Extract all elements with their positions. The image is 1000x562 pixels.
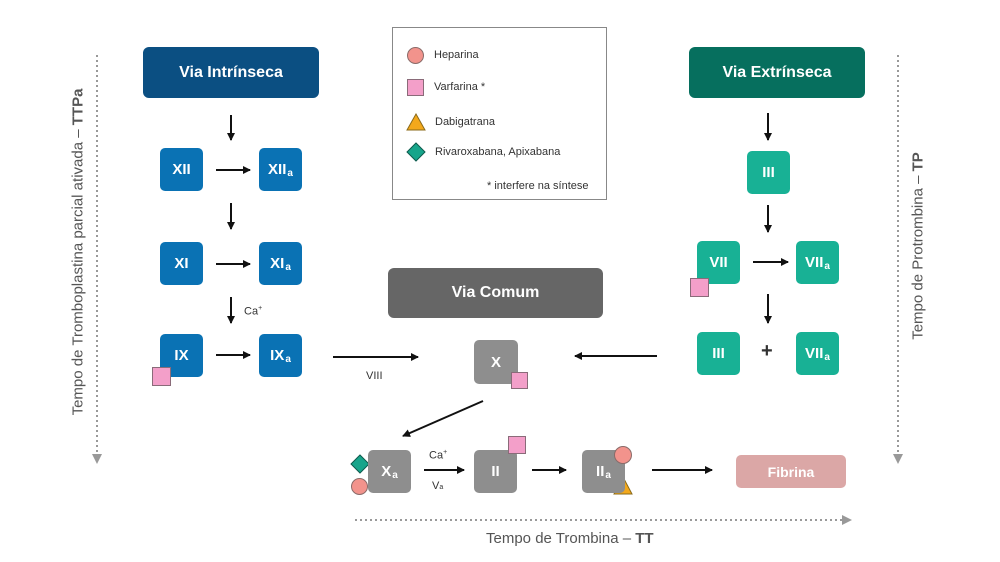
heparina-marker-xa	[351, 478, 368, 495]
factor-xiia-sub: a	[287, 168, 293, 179]
factor-xiia-label: XII	[268, 161, 287, 178]
ca-label-intrinsic-text: Ca	[244, 305, 259, 318]
legend-box: Heparina Varfarina * Dabigatrana Rivarox…	[392, 27, 607, 200]
bottom-axis-text: Tempo de Trombina –	[486, 530, 636, 547]
factor-ixa-label: IX	[270, 347, 285, 364]
factor-iia-label: II	[596, 463, 605, 480]
factor-viia-sub: a	[824, 261, 830, 272]
legend-label-rivaroxabana: Rivaroxabana, Apixabana	[435, 146, 561, 158]
left-axis-text: Tempo de Tromboplastina parcial ativada …	[69, 125, 87, 416]
varfarina-marker-x	[511, 372, 528, 389]
factor-xii: XII	[160, 148, 203, 191]
arrow-x-to-xa	[402, 400, 484, 437]
right-axis-text: Tempo de Protrombina –	[909, 171, 927, 340]
varfarina-marker-ii	[508, 436, 526, 454]
viii-label: VIII	[366, 370, 383, 382]
legend-label-varfarina: Varfarina *	[434, 81, 486, 93]
factor-iii-combo: III	[697, 332, 740, 375]
fibrina-box: Fibrina	[736, 455, 846, 488]
factor-ii: II	[474, 450, 517, 493]
plus-sign: +	[761, 340, 773, 362]
factor-xa-label: X	[381, 463, 392, 480]
bottom-axis-label: Tempo de Trombina – TT	[486, 530, 654, 547]
va-label-sub: a	[439, 484, 444, 491]
via-comum-header: Via Comum	[388, 268, 603, 318]
factor-viia-combo-label: VII	[805, 345, 824, 362]
legend-triangle-icon	[406, 113, 426, 131]
va-label: Va	[432, 480, 443, 492]
factor-vii: VII	[697, 241, 740, 284]
ca-label-common-text: Ca	[429, 449, 444, 462]
legend-label-dabigatrana: Dabigatrana	[435, 116, 495, 128]
ca-label-common-sup: +	[443, 449, 448, 456]
factor-viia-combo-sub: a	[824, 352, 830, 363]
legend-square-icon	[407, 78, 424, 96]
legend-note: * interfere na síntese	[487, 180, 589, 192]
factor-xi: XI	[160, 242, 203, 285]
factor-xia-label: XI	[270, 255, 285, 272]
heparina-marker-iia	[614, 446, 632, 464]
via-extrinseca-header: Via Extrínseca	[689, 47, 865, 98]
legend-item-rivaroxabana: Rivaroxabana, Apixabana	[393, 141, 560, 163]
via-intrinseca-header: Via Intrínseca	[143, 47, 319, 98]
rivaroxabana-marker-xa	[350, 454, 370, 474]
ca-label-intrinsic-sup: +	[258, 305, 263, 312]
legend-diamond-icon	[406, 142, 426, 162]
right-axis-bold: TP	[909, 152, 927, 172]
legend-circle-icon	[407, 46, 424, 64]
varfarina-marker-ix	[152, 367, 171, 386]
legend-label-heparina: Heparina	[434, 49, 479, 61]
va-label-text: V	[432, 480, 440, 492]
factor-iii: III	[747, 151, 790, 194]
ca-label-common: Ca+	[429, 449, 447, 462]
factor-xia-sub: a	[285, 262, 291, 273]
bottom-axis-bold: TT	[635, 530, 654, 547]
factor-ixa-sub: a	[285, 354, 291, 365]
legend-item-heparina: Heparina	[393, 44, 479, 66]
factor-viia-label: VII	[805, 254, 824, 271]
factor-x: X	[474, 340, 518, 384]
factor-iia-sub: a	[605, 470, 611, 481]
ca-label-intrinsic: Ca+	[244, 305, 262, 318]
legend-item-varfarina: Varfarina *	[393, 76, 485, 98]
legend-item-dabigatrana: Dabigatrana	[393, 111, 495, 133]
left-axis-bold: TTPa	[69, 88, 87, 126]
left-axis-label: Tempo de Tromboplastina parcial ativada …	[70, 89, 87, 416]
varfarina-marker-vii	[690, 278, 709, 297]
right-axis-label: Tempo de Protrombina – TP	[910, 152, 927, 340]
factor-xa-sub: a	[392, 470, 398, 481]
